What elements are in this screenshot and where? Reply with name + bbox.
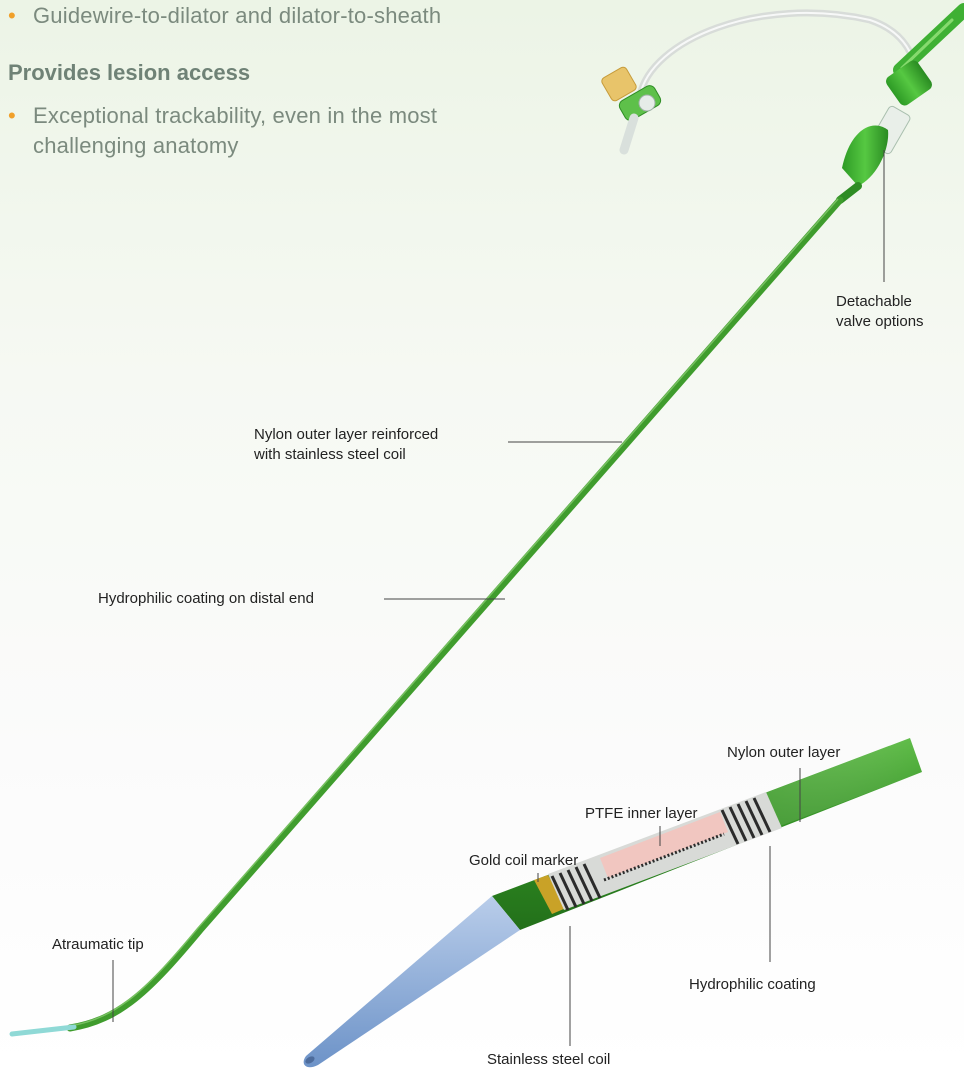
label-detachable-valve: Detachable valve options xyxy=(836,292,924,332)
label-ptfe-inner: PTFE inner layer xyxy=(585,805,698,822)
closeup-sheath xyxy=(303,738,922,1068)
section-bullet-line1: Exceptional trackability, even in the mo… xyxy=(33,103,438,128)
label-hydrophilic-distal: Hydrophilic coating on distal end xyxy=(98,590,314,607)
label-atraumatic-tip: Atraumatic tip xyxy=(52,936,144,953)
side-tubing xyxy=(636,9,920,100)
atraumatic-tip-shape xyxy=(9,1024,77,1037)
section-bullet-line2: challenging anatomy xyxy=(33,133,239,158)
hub-assembly xyxy=(836,3,964,204)
label-hydrophilic: Hydrophilic coating xyxy=(689,976,816,993)
label-stainless-coil: Stainless steel coil xyxy=(487,1051,611,1068)
label-detachable-valve-line1: Detachable xyxy=(836,293,912,310)
bullet-dot: • xyxy=(8,3,16,28)
label-nylon-reinforced-line2: with stainless steel coil xyxy=(254,446,406,463)
intro-bullet-text: Guidewire-to-dilator and dilator-to-shea… xyxy=(33,3,442,28)
label-gold-coil: Gold coil marker xyxy=(469,852,579,869)
sheath-shaft xyxy=(66,196,844,1032)
label-detachable-valve-line2: valve options xyxy=(836,313,924,330)
section-heading: Provides lesion access xyxy=(8,60,251,85)
label-nylon-outer: Nylon outer layer xyxy=(727,744,841,761)
section-bullet: • Exceptional trackability, even in the … xyxy=(8,103,438,129)
leader-lines xyxy=(112,150,885,1046)
label-nylon-reinforced-line1: Nylon outer layer reinforced xyxy=(254,426,439,443)
section-bullet-continuation: challenging anatomy xyxy=(33,133,239,159)
side-tubing-highlight xyxy=(639,11,917,97)
label-nylon-reinforced: Nylon outer layer reinforced with stainl… xyxy=(254,425,438,465)
bullet-dot: • xyxy=(8,103,16,128)
stopcock xyxy=(601,66,662,155)
intro-bullet: • Guidewire-to-dilator and dilator-to-sh… xyxy=(8,3,442,29)
